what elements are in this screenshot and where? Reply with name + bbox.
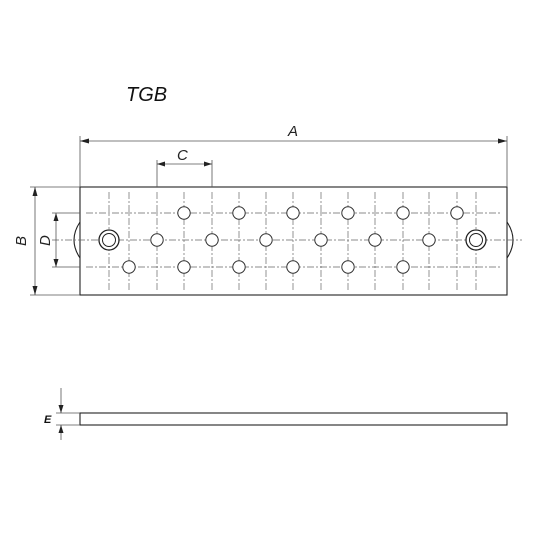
small-hole xyxy=(177,206,191,220)
small-hole xyxy=(396,206,410,220)
drawing-title: TGB xyxy=(126,84,167,106)
dimension-D: D xyxy=(37,212,80,268)
small-hole xyxy=(396,260,410,274)
mounting-hole-left xyxy=(98,229,120,251)
small-hole xyxy=(341,206,355,220)
side-view: E xyxy=(44,388,508,440)
hole-pattern xyxy=(122,206,464,274)
dimension-A-label: A xyxy=(287,123,298,140)
small-hole xyxy=(368,233,382,247)
small-hole xyxy=(177,260,191,274)
dimension-D-label: D xyxy=(37,235,54,246)
small-hole xyxy=(205,233,219,247)
small-hole xyxy=(314,233,328,247)
mounting-hole-right xyxy=(465,229,487,251)
dimension-A: A xyxy=(79,123,508,187)
small-hole xyxy=(122,260,136,274)
small-hole xyxy=(422,233,436,247)
dimension-B: B xyxy=(13,186,80,296)
plate-outline xyxy=(79,186,508,296)
small-hole xyxy=(450,206,464,220)
dimension-E-label: E xyxy=(44,414,52,426)
plate-side-outline xyxy=(79,412,508,426)
dimension-C-label: C xyxy=(177,147,188,164)
small-hole xyxy=(150,233,164,247)
dimension-E: E xyxy=(44,388,80,440)
top-view: A C B D xyxy=(13,123,522,296)
dimension-B-label: B xyxy=(13,236,30,246)
dimension-C: C xyxy=(156,147,213,187)
small-hole xyxy=(232,206,246,220)
small-hole xyxy=(286,206,300,220)
small-hole xyxy=(286,260,300,274)
small-hole xyxy=(232,260,246,274)
small-hole xyxy=(341,260,355,274)
small-hole xyxy=(259,233,273,247)
